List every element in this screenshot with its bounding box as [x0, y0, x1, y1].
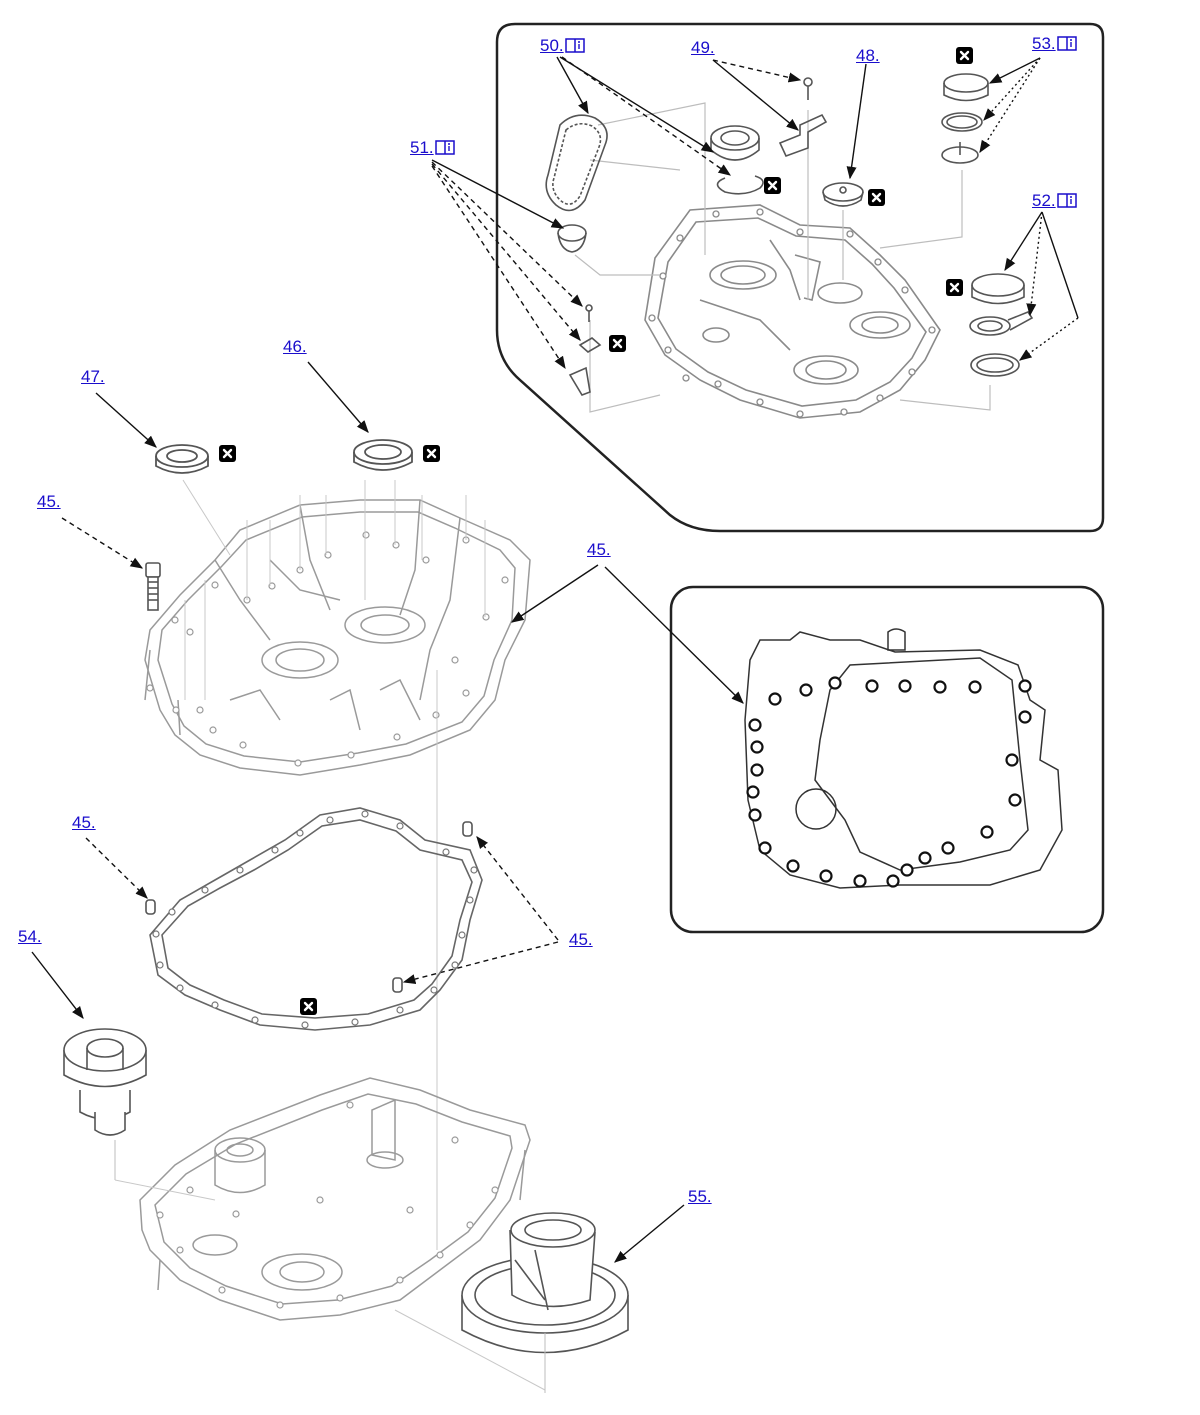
transmission-case-upper: [144, 499, 531, 776]
replace-part-x-icon: [609, 335, 626, 352]
case-outline-with-bolt-holes: [744, 628, 1063, 889]
callout-45-dowels[interactable]: 45.: [569, 931, 593, 949]
replace-part-x-icon: [300, 998, 317, 1015]
manual-book-icon: [564, 38, 585, 53]
callout-51[interactable]: 51.: [410, 139, 455, 157]
callout-49[interactable]: 49.: [691, 39, 715, 57]
callout-47-label: 47.: [81, 367, 105, 386]
manual-book-icon: [1056, 193, 1077, 208]
callout-54-label: 54.: [18, 927, 42, 946]
replace-part-x-icon: [868, 189, 885, 206]
case-alignment-lines: [182, 479, 486, 1250]
gasket-holes: [152, 810, 478, 1029]
part-48-plug: [822, 182, 864, 207]
callout-54[interactable]: 54.: [18, 928, 42, 946]
part-53-shims: [941, 73, 989, 164]
manual-book-icon: [434, 140, 455, 155]
detail-frame-top: [495, 22, 1105, 533]
callout-45-dowels-label: 45.: [569, 930, 593, 949]
callout-45-case[interactable]: 45.: [587, 541, 611, 559]
main-leader-lines: [114, 1179, 546, 1391]
detail-arrows: [431, 56, 1079, 370]
housing-detail-bolts: [648, 208, 936, 418]
callout-46-label: 46.: [283, 337, 307, 356]
dowel-pins: [145, 821, 473, 993]
part-49-bolt-bracket: [778, 77, 828, 158]
callout-45-dowel[interactable]: 45.: [72, 814, 96, 832]
callout-48[interactable]: 48.: [856, 47, 880, 65]
callout-52[interactable]: 52.: [1032, 192, 1077, 210]
manual-book-icon: [1056, 36, 1077, 51]
part-51-breather: [557, 224, 602, 396]
gasket-detail-arrow: [604, 566, 744, 704]
callout-55-label: 55.: [688, 1187, 712, 1206]
part-54-countershaft: [63, 1028, 147, 1136]
callout-52-label: 52.: [1032, 191, 1056, 210]
gasket-bolt-holes: [746, 676, 1032, 888]
callout-50[interactable]: 50.: [540, 37, 585, 55]
replace-part-x-icon: [946, 279, 963, 296]
part-46-seal: [353, 439, 413, 471]
case-gasket: [149, 807, 483, 1031]
callout-55[interactable]: 55.: [688, 1188, 712, 1206]
callout-45-case-label: 45.: [587, 540, 611, 559]
callout-47[interactable]: 47.: [81, 368, 105, 386]
callout-45-bolt[interactable]: 45.: [37, 493, 61, 511]
callout-46[interactable]: 46.: [283, 338, 307, 356]
replace-part-x-icon: [423, 445, 440, 462]
callout-53-label: 53.: [1032, 34, 1056, 53]
replace-part-x-icon: [764, 177, 781, 194]
callout-53[interactable]: 53.: [1032, 35, 1077, 53]
callout-49-label: 49.: [691, 38, 715, 57]
replace-part-x-icon: [956, 47, 973, 64]
callout-45-bolt-label: 45.: [37, 492, 61, 511]
part-55-differential: [461, 1212, 629, 1354]
main-arrows: [31, 361, 685, 1263]
replace-part-x-icon: [219, 445, 236, 462]
detail-frame-gasket: [669, 585, 1105, 934]
part-52-seals: [969, 273, 1034, 377]
transmission-housing-detail: [644, 204, 941, 419]
transmission-case-lower: [139, 1077, 531, 1321]
callout-51-label: 51.: [410, 138, 434, 157]
callout-48-label: 48.: [856, 46, 880, 65]
part-45-bolt: [145, 562, 161, 611]
case-lower-bolts: [156, 1101, 499, 1309]
callout-50-label: 50.: [540, 36, 564, 55]
callout-45-dowel-label: 45.: [72, 813, 96, 832]
part-50-chain-and-seal: [545, 114, 764, 212]
part-47-seal: [155, 444, 209, 474]
